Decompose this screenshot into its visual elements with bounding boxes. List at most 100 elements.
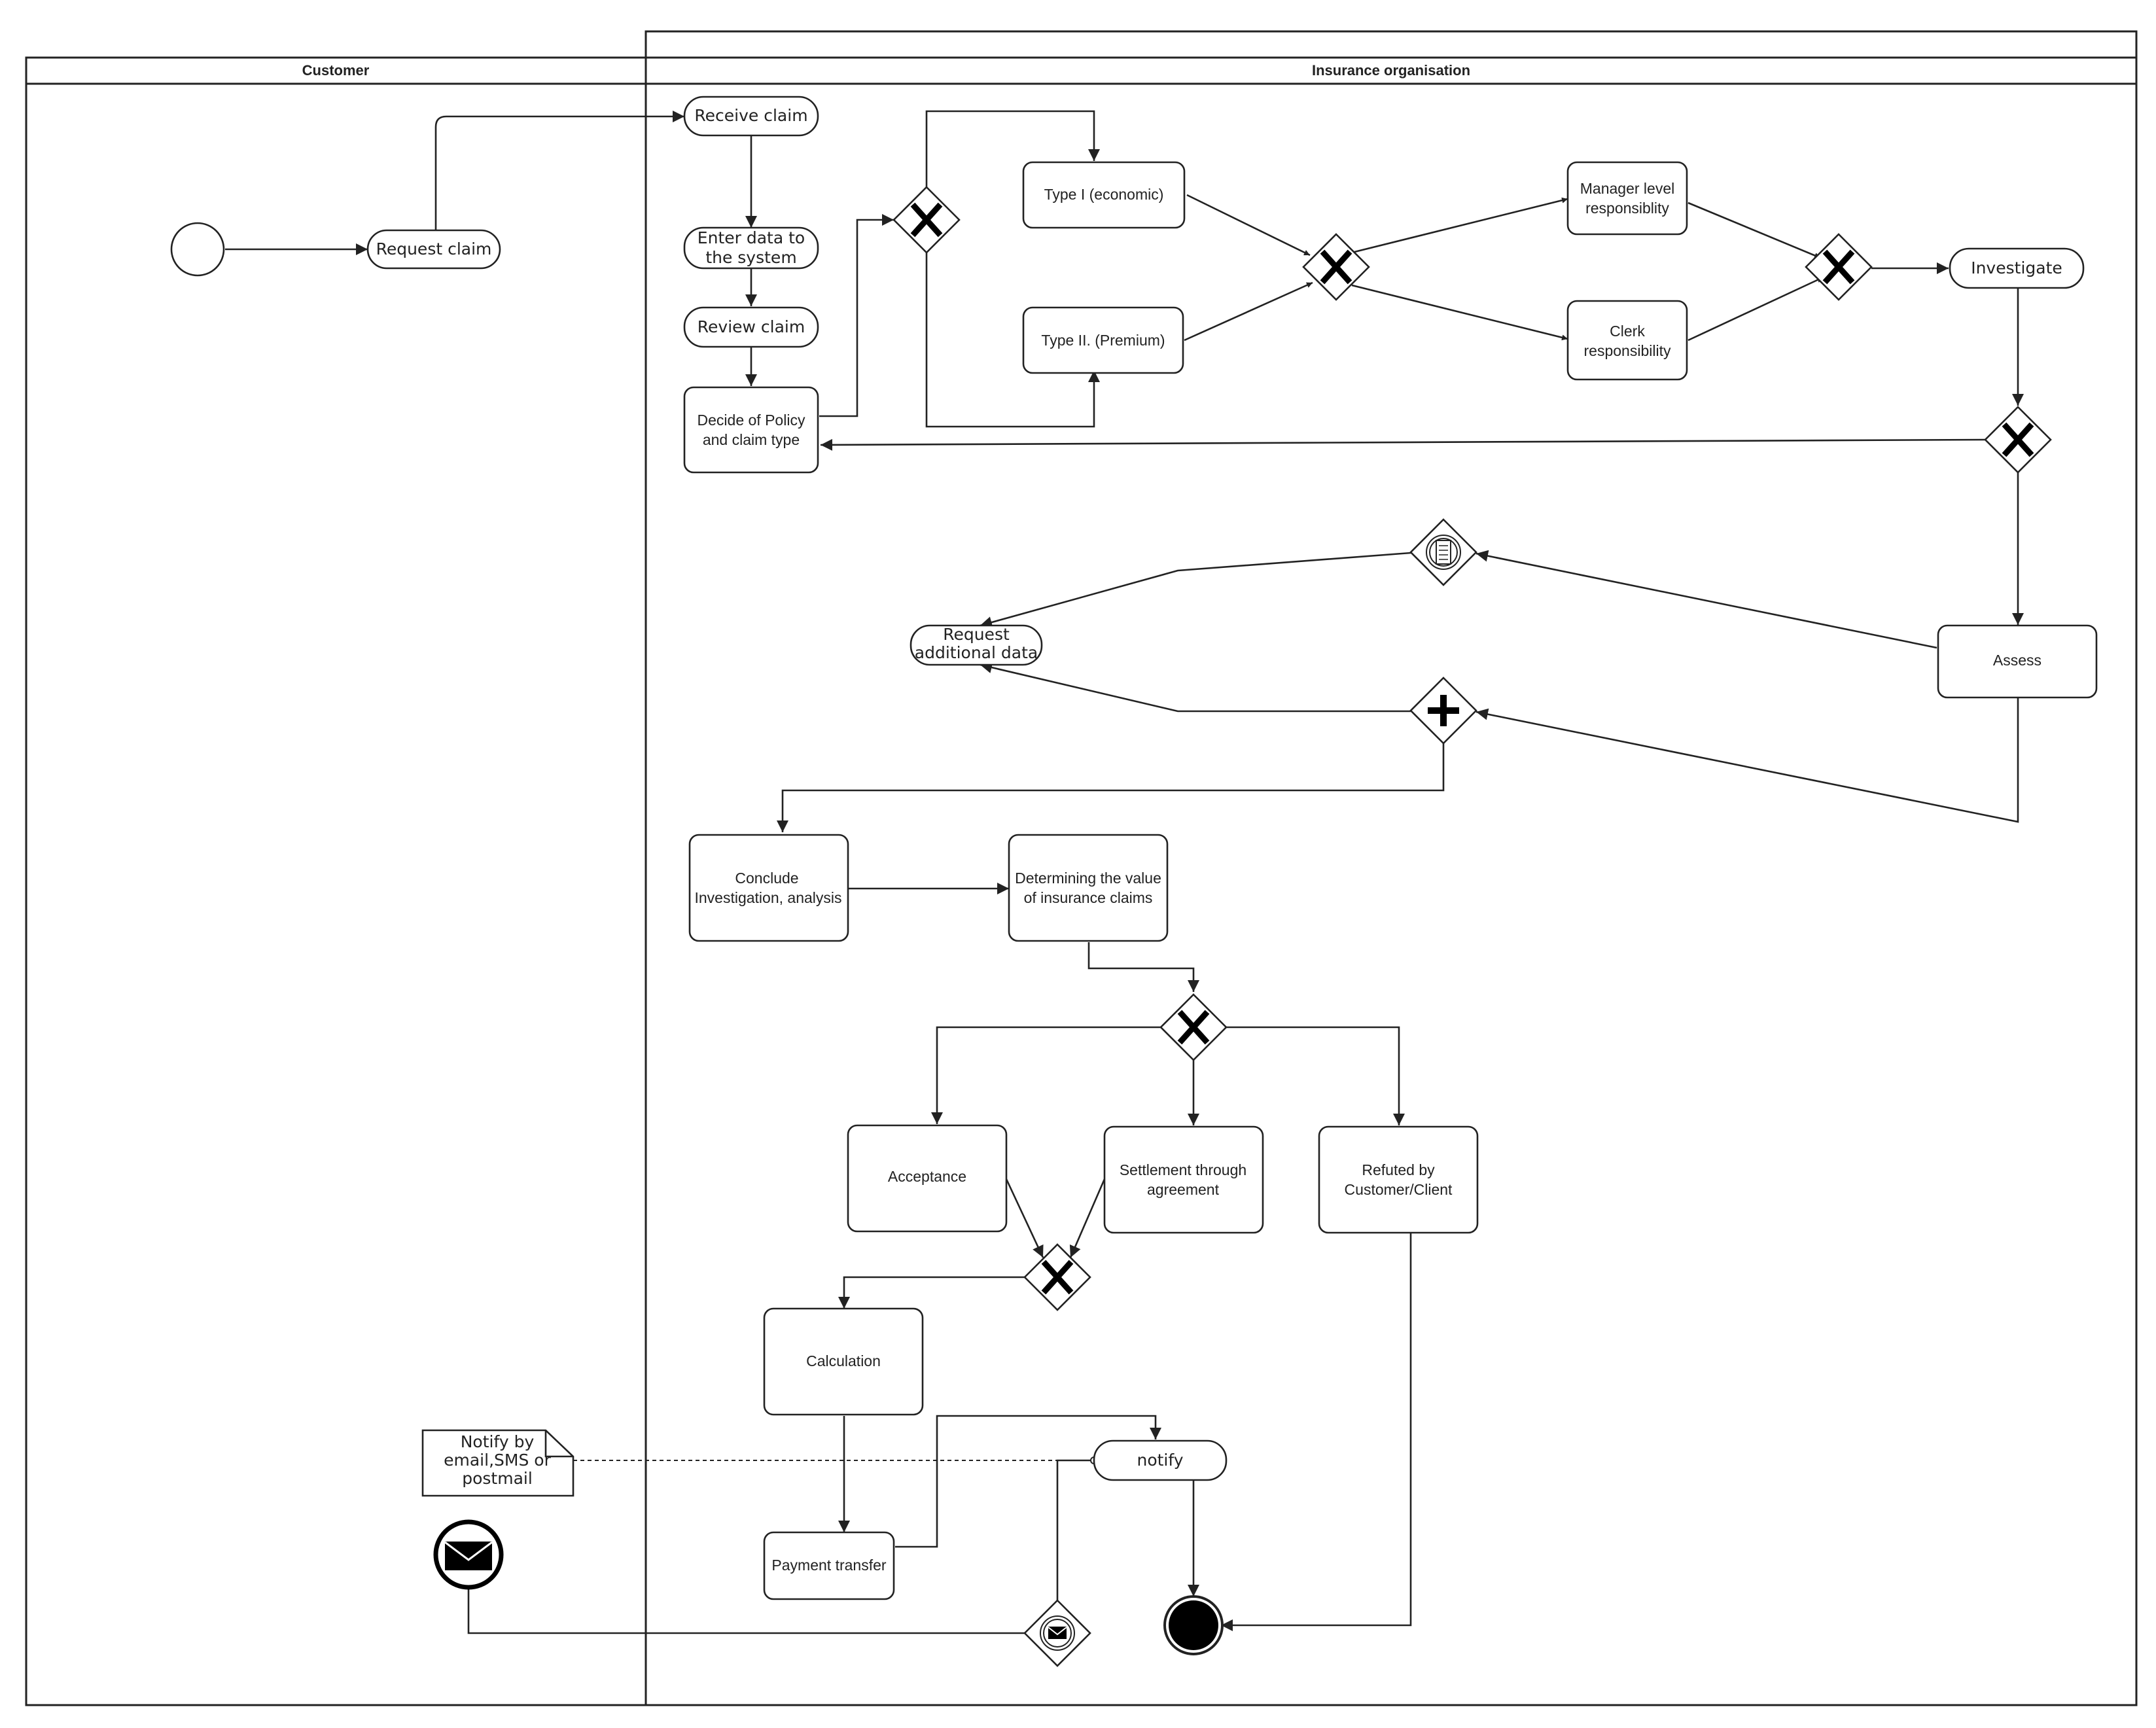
sequence-flows (225, 110, 2024, 1634)
note-notify: Notify by email,SMS or postmail (421, 1429, 574, 1497)
flow-clerk-to-gw3 (1688, 276, 1824, 342)
task-label-line-1: Clerk (1610, 323, 1645, 340)
flow-eventgw-to-request-additional (980, 552, 1411, 628)
svg-text:Enter data to: Enter data to (698, 228, 805, 247)
flow-type1-to-gw2 (1186, 194, 1311, 256)
gateway-exclusive-decision[interactable] (1159, 993, 1228, 1061)
task-notify[interactable]: notify (1093, 1439, 1228, 1481)
task-label-line-1: Conclude (735, 870, 798, 887)
document-icon (1436, 540, 1451, 565)
task-label: Calculation (806, 1352, 881, 1369)
task-label-line-1: Request (943, 625, 1010, 644)
gateway-event-based[interactable] (1409, 518, 1477, 586)
task-refuted[interactable]: Refuted by Customer/Client (1318, 1125, 1479, 1234)
flow-manager-to-gw3 (1688, 202, 1821, 259)
task-label: Type I (economic) (1044, 186, 1164, 203)
task-label: Review claim (698, 317, 805, 336)
task-settlement[interactable]: Settlement through agreement (1103, 1125, 1264, 1234)
task-calculation[interactable]: Calculation (763, 1307, 924, 1416)
x-icon (910, 202, 943, 238)
task-conclude[interactable]: Conclude Investigation, analysis (688, 834, 849, 942)
task-request-additional-data[interactable]: Request additional data (910, 624, 1043, 666)
gateway-exclusive-after-investigate[interactable] (1984, 406, 2052, 474)
svg-text:the system: the system (705, 248, 796, 267)
gateway-message-event[interactable] (1023, 1599, 1091, 1667)
task-label: Type II. (Premium) (1041, 332, 1165, 349)
task-label-line-1: Decide of Policy (698, 412, 805, 429)
envelope-icon (1048, 1627, 1067, 1639)
plus-icon (1428, 695, 1459, 726)
note-line-1: Notify by (461, 1432, 535, 1451)
flow-decide-to-gateway (819, 214, 894, 417)
gateway-exclusive-merge-payment[interactable] (1023, 1243, 1091, 1311)
note-line-3: postmail (462, 1469, 533, 1488)
flow-parallel-to-request-additional (980, 661, 1411, 713)
flow-assess-to-parallel (1476, 697, 2019, 823)
note-line-2: email,SMS or (444, 1451, 551, 1470)
start-event[interactable] (170, 222, 225, 277)
flow-parallel-to-conclude (777, 743, 1445, 832)
task-enter-data[interactable]: Enter data to the system (683, 226, 819, 270)
flow-type2-to-gw2 (1184, 281, 1313, 342)
task-manager-level[interactable]: Manager level responsiblity (1566, 161, 1688, 236)
task-label-line-1: Settlement through (1120, 1161, 1246, 1178)
gateway-exclusive-merge-responsibility[interactable] (1805, 233, 1873, 301)
gateway-parallel[interactable] (1409, 677, 1477, 745)
task-acceptance[interactable]: Acceptance (847, 1124, 1008, 1233)
flow-gw5-to-refuted (1226, 1026, 1405, 1125)
task-receive-claim[interactable]: Receive claim (683, 96, 819, 137)
message-end-event[interactable] (433, 1519, 504, 1590)
task-assess[interactable]: Assess (1937, 624, 2098, 699)
insurance-lane-top-frame (645, 30, 2138, 59)
task-label: Assess (1993, 652, 2041, 669)
x-icon (1041, 1260, 1074, 1295)
task-label: Request claim (376, 239, 492, 258)
envelope-icon (444, 1541, 493, 1570)
gateway-exclusive-responsibility[interactable] (1302, 233, 1370, 301)
x-icon (2002, 422, 2034, 457)
task-label-line-2: and claim type (703, 431, 800, 448)
task-label: notify (1137, 1451, 1183, 1470)
flow-request-to-receive (434, 111, 684, 230)
lane-title-customer: Customer (302, 62, 370, 79)
flow-determining-to-gw5 (1087, 942, 1199, 992)
task-label: Investigate (1971, 258, 2062, 277)
flow-settlement-to-gw6 (1069, 1178, 1106, 1258)
task-label-line-1: Enter data to (698, 228, 805, 247)
task-clerk[interactable]: Clerk responsibility (1566, 300, 1688, 381)
flow-assess-to-eventgw (1476, 550, 1937, 649)
flow-acceptance-to-gw6 (1005, 1178, 1044, 1258)
end-event-inner (1169, 1600, 1218, 1650)
task-review-claim[interactable]: Review claim (683, 306, 819, 348)
task-type-1[interactable]: Type I (economic) (1022, 161, 1186, 229)
end-event[interactable] (1163, 1595, 1224, 1655)
task-determining-value[interactable]: Determining the value of insurance claim… (1008, 834, 1169, 942)
task-label-line-2: Customer/Client (1345, 1181, 1453, 1198)
flow-gateway-to-type2 (925, 253, 1100, 428)
flow-gw6-to-calculation (838, 1276, 1025, 1309)
task-label: Payment transfer (771, 1557, 886, 1574)
gateway-exclusive-type[interactable] (892, 186, 961, 254)
task-payment-transfer[interactable]: Payment transfer (763, 1531, 895, 1600)
task-decide-policy[interactable]: Decide of Policy and claim type (683, 386, 819, 474)
task-investigate[interactable]: Investigate (1949, 247, 2085, 289)
task-request-claim[interactable]: Request claim (366, 229, 501, 270)
x-icon (1822, 249, 1855, 285)
flow-payment-to-notify (895, 1415, 1161, 1548)
task-type-2[interactable]: Type II. (Premium) (1022, 306, 1184, 374)
flow-gw2-to-manager (1351, 197, 1568, 254)
x-icon (1177, 1010, 1210, 1045)
flow-gateway-to-type1 (925, 110, 1100, 188)
task-label-line-1: Refuted by (1362, 1161, 1435, 1178)
task-label-line-1: Determining the value (1015, 870, 1161, 887)
pool: Customer Insurance organisation (25, 30, 2138, 1706)
flow-gw5-to-acceptance (931, 1026, 1161, 1124)
x-icon (1320, 249, 1352, 285)
flow-gw2-to-clerk (1351, 284, 1568, 341)
flow-notify-to-message-gw (1056, 1459, 1094, 1600)
task-label-line-1: Manager level (1580, 180, 1674, 197)
task-label-line-2: Investigation, analysis (694, 889, 841, 906)
lane-title-insurance: Insurance organisation (1312, 62, 1470, 79)
task-label-line-2: agreement (1147, 1181, 1220, 1198)
